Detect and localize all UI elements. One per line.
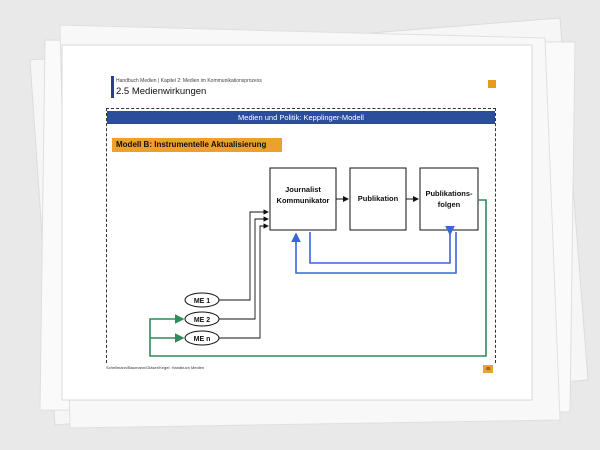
folgen-box (419, 167, 479, 231)
breadcrumb: Handbuch Medien | Kapitel 2: Medien im K… (116, 78, 262, 84)
publikation-box (349, 167, 407, 231)
blue-loop-outer (291, 232, 457, 274)
folgen-label-1: Publikations- (425, 189, 473, 198)
event-me1-label: ME 1 (194, 298, 210, 305)
folgen-label-2: folgen (438, 200, 461, 209)
journalist-box (269, 167, 337, 231)
orange-corner-mark (488, 80, 496, 88)
blue-loop-inner (309, 226, 455, 264)
journalist-label-1: Journalist (285, 185, 321, 194)
slide-title-band: Medien und Politik: Kepplinger-Modell (107, 111, 495, 124)
header-accent-bar (111, 76, 114, 98)
slide-frame (106, 108, 496, 363)
event-men-label: ME n (194, 336, 211, 343)
arrow-men-journalist (219, 223, 269, 339)
arrow-me1-journalist (219, 209, 269, 301)
model-label: Modell B: Instrumentelle Aktualisierung (112, 138, 282, 152)
section-title: 2.5 Medienwirkungen (116, 86, 207, 97)
footer-credit: Schellmann/Baumann/Gläser/Kegel: Handbuc… (106, 365, 205, 370)
arrow-me2-journalist (219, 216, 269, 320)
publikation-label: Publikation (358, 194, 399, 203)
event-me2-label: ME 2 (194, 317, 210, 324)
journalist-label-2: Kommunikator (277, 196, 330, 205)
page-number-badge: 45 (483, 365, 493, 373)
green-loop (149, 199, 487, 357)
